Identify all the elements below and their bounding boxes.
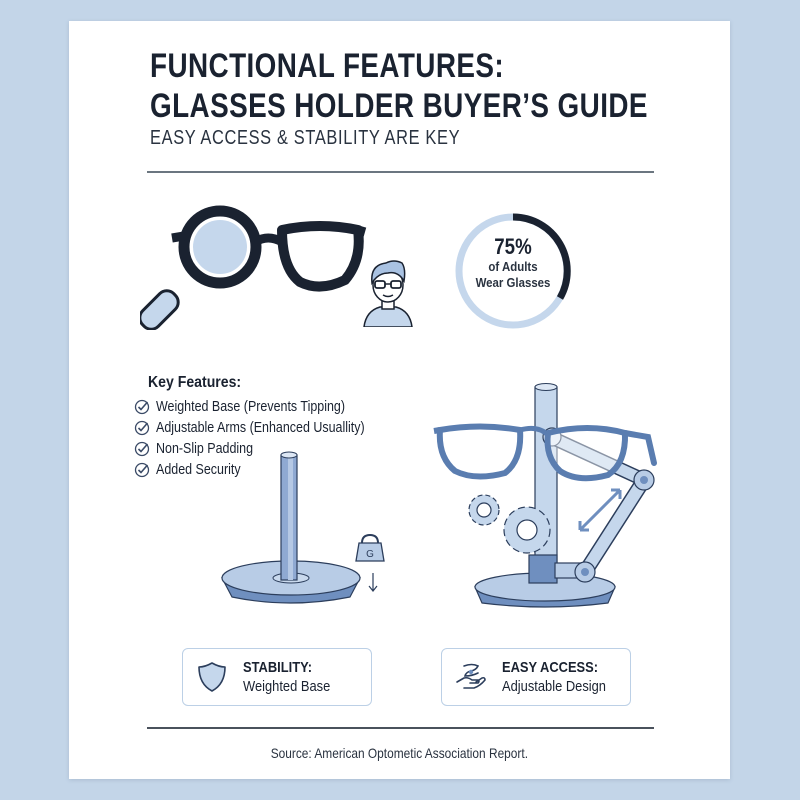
check-circle-icon	[134, 399, 150, 414]
top-divider	[147, 171, 654, 173]
weight-icon: G	[355, 533, 385, 562]
feature-label: Adjustable Arms (Enhanced Usuallity)	[156, 419, 365, 436]
eyeglasses-icon	[433, 423, 657, 482]
weighted-stand-illustration: G	[210, 445, 400, 615]
key-features-list: Key Features: Weighted Base (Prevents Ti…	[134, 374, 399, 480]
list-item: Non-Slip Padding	[134, 438, 399, 459]
source-note: Source: American Optometic Association R…	[69, 745, 730, 761]
access-heading: EASY ACCESS:	[502, 659, 599, 676]
title-line-2: GLASSES HOLDER BUYER’S GUIDE	[150, 87, 648, 125]
gear-icon	[503, 506, 551, 554]
stat-text: 75% of Adults Wear Glasses	[452, 235, 574, 291]
magnifying-glasses-icon	[138, 200, 370, 335]
svg-text:G: G	[366, 549, 374, 560]
source-text: Source: American Optometic Association R…	[270, 745, 529, 761]
easy-access-box[interactable]: EASY ACCESS: Adjustable Design	[441, 648, 631, 706]
check-circle-icon	[134, 441, 150, 456]
list-item: Adjustable Arms (Enhanced Usuallity)	[134, 417, 399, 438]
gear-icon	[468, 494, 500, 526]
stat-percent: 75%	[494, 234, 532, 259]
feature-label: Non-Slip Padding	[156, 440, 254, 457]
stability-sub: Weighted Base	[243, 678, 331, 695]
check-circle-icon	[134, 420, 150, 435]
hand-giving-icon	[456, 663, 486, 689]
stability-box[interactable]: STABILITY: Weighted Base	[182, 648, 372, 706]
features-heading: Key Features:	[148, 374, 242, 391]
bottom-divider	[147, 727, 654, 729]
feature-label: Weighted Base (Prevents Tipping)	[156, 398, 345, 415]
title-line-1: FUNCTIONAL FEATURES:	[150, 47, 505, 85]
stat-donut	[452, 210, 574, 332]
check-circle-icon	[134, 462, 150, 477]
page-title: FUNCTIONAL FEATURES: GLASSES HOLDER BUYE…	[150, 46, 648, 126]
list-item: Added Security	[134, 459, 399, 480]
stat-label-1: of Adults	[488, 259, 538, 274]
stability-heading: STABILITY:	[243, 659, 313, 676]
shield-icon	[198, 662, 226, 692]
list-item: Weighted Base (Prevents Tipping)	[134, 396, 399, 417]
subtitle: EASY ACCESS & STABILITY ARE KEY	[150, 127, 461, 149]
person-with-glasses-icon	[360, 255, 416, 332]
stat-label-2: Wear Glasses	[475, 275, 551, 290]
adjustable-stand-illustration	[420, 375, 670, 615]
access-sub: Adjustable Design	[502, 678, 606, 695]
feature-label: Added Security	[156, 461, 241, 478]
